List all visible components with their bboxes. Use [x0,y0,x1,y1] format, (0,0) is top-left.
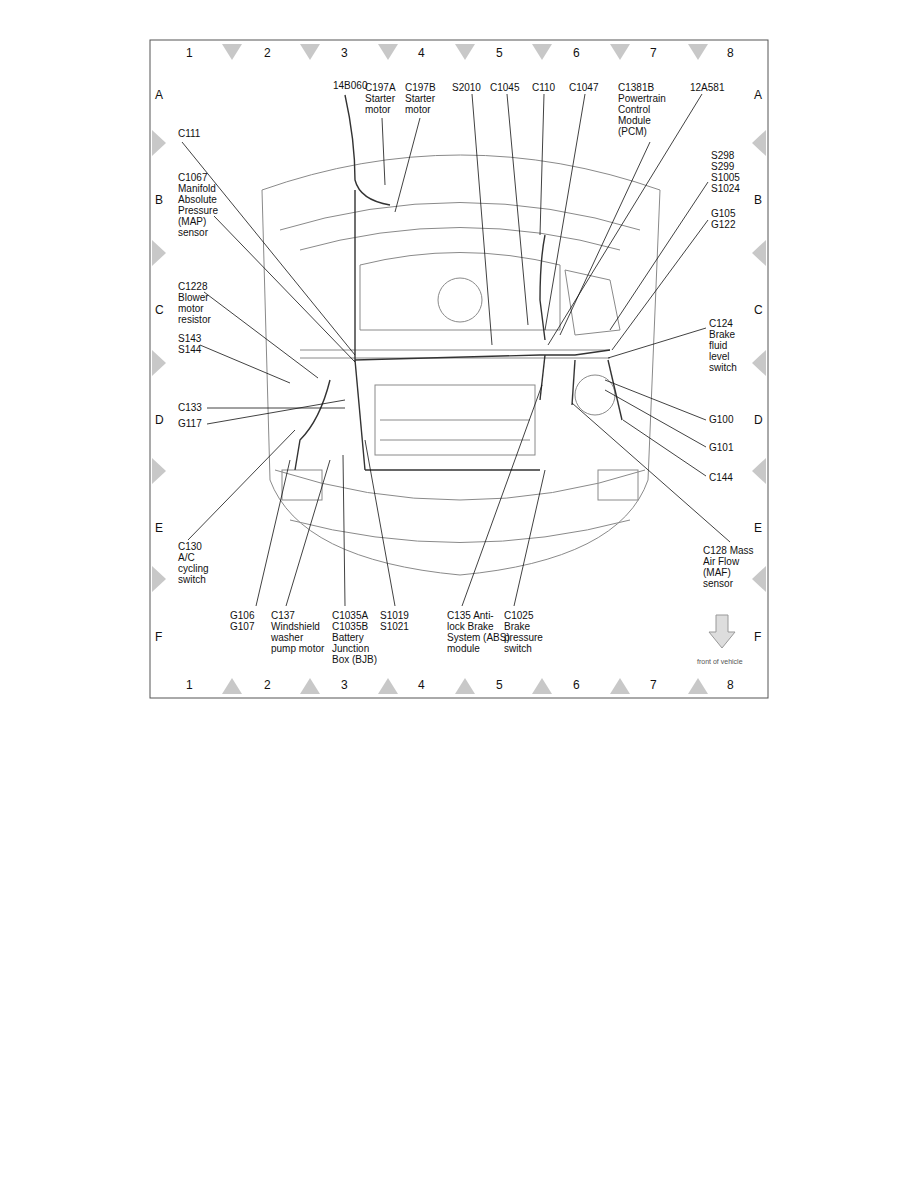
grid-markers [152,44,766,694]
grid-reference: 8 [727,47,734,60]
grid-reference: D [754,414,763,427]
callout-label: C197A Starter motor [365,82,405,115]
callout-label: G100 [709,414,743,425]
callout-label: C130 A/C cycling switch [178,541,220,585]
callout-label: C124 Brake fluid level switch [709,318,749,373]
grid-reference: F [754,631,761,644]
callout-label: G101 [709,442,743,453]
callout-label: C1381B Powertrain Control Module (PCM) [618,82,674,137]
callout-label: C197B Starter motor [405,82,445,115]
grid-reference: 1 [186,679,193,692]
grid-reference: 4 [418,47,425,60]
grid-reference: F [155,631,162,644]
callout-label: C1067 Manifold Absolute Pressure (MAP) s… [178,172,228,238]
callout-label: G117 [178,418,208,429]
wiring-harness [295,95,622,470]
callout-label: C1228 Blower motor resistor [178,281,220,325]
grid-reference: 3 [341,679,348,692]
grid-reference: 7 [650,47,657,60]
grid-reference: C [155,304,164,317]
grid-reference: E [155,522,163,535]
grid-reference: A [754,89,762,102]
callout-label: 12A581 [690,82,730,93]
grid-reference: 2 [264,679,271,692]
callout-label: C1045 [490,82,524,93]
callout-label: C1035A C1035B Battery Junction Box (BJB) [332,610,378,665]
callout-label: C135 Anti-lock Brake System (ABS) module [447,610,511,654]
grid-reference: C [754,304,763,317]
callout-label: S2010 [452,82,486,93]
leader-lines [182,94,730,606]
grid-reference: A [155,89,163,102]
callout-label: C144 [709,472,743,483]
callout-label: G105 G122 [711,208,745,230]
grid-reference: 1 [186,47,193,60]
callout-label: C110 [532,82,562,93]
callout-label: C128 Mass Air Flow (MAF) sensor [703,545,761,589]
callout-label: C1047 [569,82,603,93]
direction-note: front of vehicle [697,658,743,666]
callout-label: C1025 Brake pressure switch [504,610,550,654]
grid-reference: 6 [573,679,580,692]
grid-reference: 5 [496,679,503,692]
callout-label: S298 S299 S1005 S1024 [711,150,747,194]
callout-label: C137 Windshield washer pump motor [271,610,325,654]
grid-reference: 5 [496,47,503,60]
grid-reference: 2 [264,47,271,60]
grid-reference: 3 [341,47,348,60]
callout-label: S143 S144 [178,333,212,355]
grid-reference: 8 [727,679,734,692]
callout-label: S1019 S1021 [380,610,414,632]
grid-reference: 6 [573,47,580,60]
front-arrow [709,615,735,648]
grid-reference: B [754,194,762,207]
grid-reference: 7 [650,679,657,692]
callout-label: C133 [178,402,208,413]
grid-reference: B [155,194,163,207]
frame [150,40,768,698]
vehicle-outline [262,155,660,575]
grid-reference: E [754,522,762,535]
callout-label: C111 [178,128,212,139]
callout-label: G106 G107 [230,610,262,632]
grid-reference: 4 [418,679,425,692]
grid-reference: D [155,414,164,427]
